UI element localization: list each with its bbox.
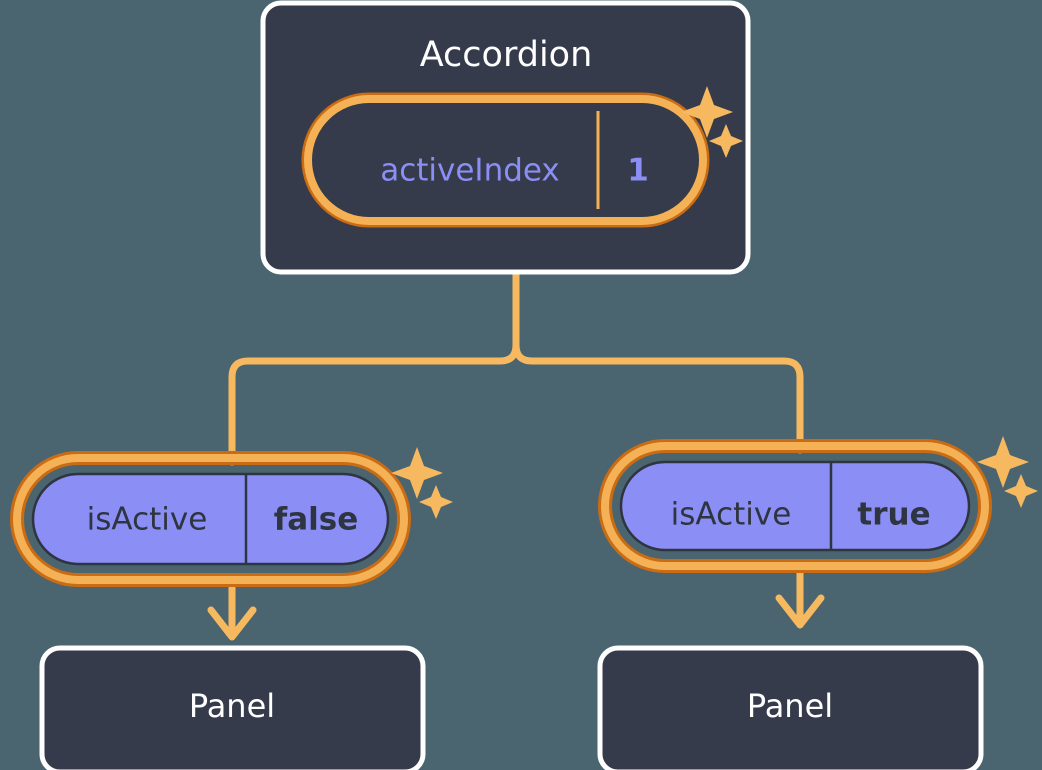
activeindex-pill[interactable]: activeIndex 1 [301, 92, 710, 228]
sparkle-small-icon [1004, 474, 1038, 508]
sparkle-large-icon [977, 436, 1029, 488]
arrowhead-right [775, 594, 825, 629]
edge-accordion-to-left-branch [228, 268, 520, 466]
sparkle-small-icon [709, 124, 743, 158]
arrowhead-left [207, 606, 257, 641]
isactive-false-pill-inner-ring [13, 454, 408, 584]
panel-node-left[interactable]: Panel [39, 645, 426, 770]
accordion-node[interactable]: Accordion activeIndex 1 [260, 0, 751, 275]
isactive-true-value-label: true [857, 497, 930, 533]
isactive-true-pill-inner-ring [601, 442, 989, 570]
edge-accordion-to-right-branch [512, 268, 804, 454]
isactive-true-pill[interactable]: isActive true [598, 439, 992, 573]
sparkle-large-icon [681, 86, 733, 138]
isactive-true-key-label: isActive [671, 497, 792, 533]
panel-node-right-title: Panel [747, 687, 833, 725]
sparkle-icon-activeindex [681, 86, 743, 158]
activeindex-pill-inner-ring [304, 95, 707, 225]
isactive-false-value-label: false [274, 502, 359, 538]
activeindex-value-label: 1 [627, 153, 649, 189]
accordion-node-title: Accordion [420, 35, 593, 75]
connector-layer [207, 268, 825, 641]
sparkle-large-icon [391, 447, 443, 499]
panel-node-right-box [597, 645, 984, 770]
isactive-false-pill[interactable]: isActive false [10, 451, 411, 587]
panel-node-left-title: Panel [189, 687, 275, 725]
sparkle-icon-isactive-false [391, 447, 453, 519]
panel-node-left-box [39, 645, 426, 770]
activeindex-key-label: activeIndex [380, 153, 560, 189]
isactive-false-key-label: isActive [87, 502, 208, 538]
sparkle-small-icon [419, 485, 453, 519]
sparkle-icon-isactive-true [977, 436, 1038, 508]
panel-node-right[interactable]: Panel [597, 645, 984, 770]
isactive-false-pill-body [31, 472, 390, 566]
isactive-true-pill-body [619, 460, 971, 552]
